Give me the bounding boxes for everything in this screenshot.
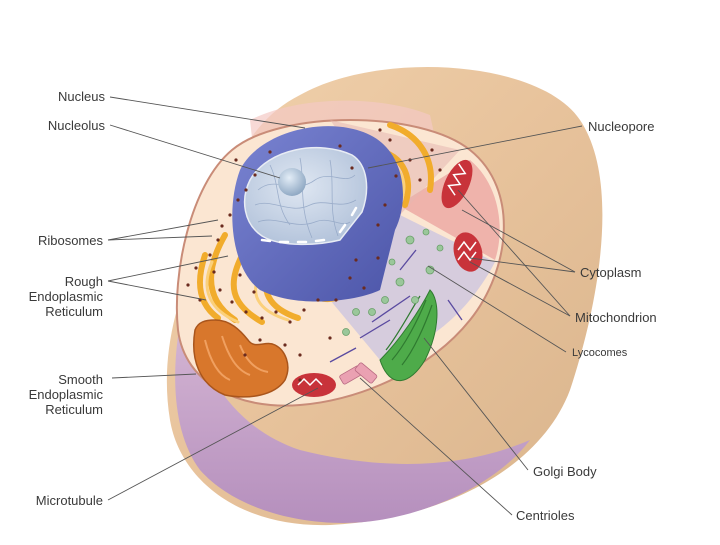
mitochondrion-2 xyxy=(453,232,483,272)
label-centrioles: Centrioles xyxy=(516,508,575,523)
ribosomes xyxy=(186,128,442,382)
label-rough-er: Rough Endoplasmic Reticulum xyxy=(28,274,103,319)
label-microtubule: Microtubule xyxy=(35,493,103,508)
label-smooth-er: Smooth Endoplasmic Reticulum xyxy=(28,372,103,417)
label-nucleopore: Nucleopore xyxy=(588,119,655,134)
nucleolus-body xyxy=(278,168,306,196)
label-cytoplasm: Cytoplasm xyxy=(580,265,642,280)
label-mitochondrion: Mitochondrion xyxy=(575,310,657,325)
leader-lines xyxy=(107,96,583,516)
cell-side xyxy=(175,300,530,523)
smooth-er xyxy=(193,319,289,398)
label-nucleus: Nucleus xyxy=(58,89,105,104)
centrioles xyxy=(339,362,378,385)
label-golgi-body: Golgi Body xyxy=(533,464,597,479)
mitochondrion-3 xyxy=(292,373,336,397)
lysosomes xyxy=(342,228,444,336)
label-lysosomes: Lycocomes xyxy=(572,347,628,359)
label-nucleolus: Nucleolus xyxy=(47,118,105,133)
label-ribosomes: Ribosomes xyxy=(37,233,103,248)
mitochondrion-1 xyxy=(441,159,473,209)
